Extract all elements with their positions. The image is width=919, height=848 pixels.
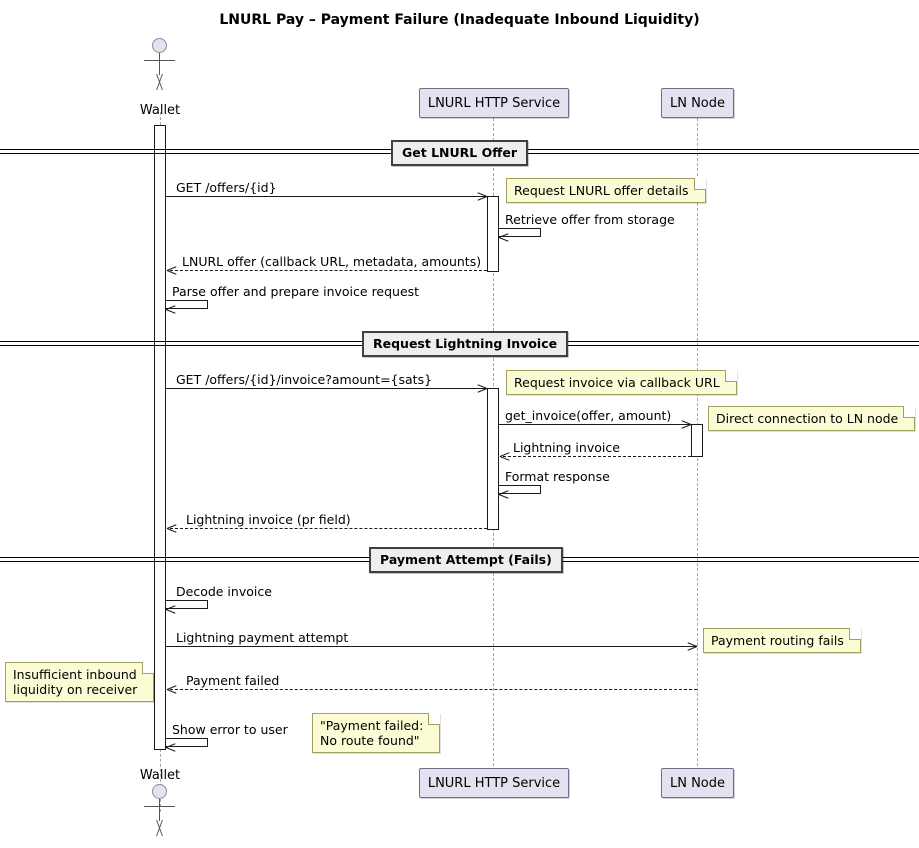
actor-arms-icon	[144, 806, 175, 807]
message-self-parse-offer	[166, 300, 208, 309]
message-label-get-offers-id: GET /offers/{id}	[176, 180, 277, 195]
page-title: LNURL Pay – Payment Failure (Inadequate …	[219, 12, 700, 28]
message-line-lightning-invoice-pr-field	[170, 528, 487, 529]
message-label-decode-invoice: Decode invoice	[176, 584, 272, 599]
note-fold-icon	[693, 178, 706, 190]
actor-label-wallet-bottom: Wallet	[139, 768, 181, 783]
actor-leg-right-icon	[156, 74, 174, 90]
message-label-format-response: Format response	[505, 469, 610, 484]
message-line-payment-failed	[170, 689, 697, 690]
message-self-retrieve-offer-from-storage	[499, 228, 541, 237]
note-fold-icon	[142, 662, 155, 674]
actor-wallet-bottom[interactable]	[136, 784, 184, 840]
actor-wallet-top[interactable]	[136, 38, 184, 94]
note-payment-routing-fails: Payment routing fails	[703, 628, 861, 653]
note-payment-failed-no-route-found: "Payment failed: No route found"	[312, 713, 441, 753]
message-self-format-response	[499, 485, 541, 494]
message-line-get-invoice-call	[499, 424, 691, 425]
note-request-invoice-via-callback-url: Request invoice via callback URL	[506, 370, 737, 395]
actor-label-wallet-top: Wallet	[139, 103, 181, 118]
actor-head-icon	[152, 38, 167, 53]
note-direct-connection-to-ln-node: Direct connection to LN node	[708, 406, 916, 431]
activation-wallet	[154, 125, 166, 750]
message-line-lightning-payment-attempt	[166, 646, 697, 647]
message-label-show-error-to-user: Show error to user	[172, 722, 288, 737]
actor-head-icon	[152, 784, 167, 799]
message-line-get-invoice-endpoint	[166, 388, 487, 389]
message-label-lnurl-offer-response: LNURL offer (callback URL, metadata, amo…	[182, 254, 482, 269]
section-label-request-lightning-invoice: Request Lightning Invoice	[362, 331, 569, 357]
message-label-payment-failed: Payment failed	[186, 673, 280, 688]
actor-arms-icon	[144, 60, 175, 61]
note-fold-icon	[903, 406, 916, 418]
note-fold-icon	[428, 713, 441, 725]
message-label-parse-offer: Parse offer and prepare invoice request	[172, 284, 420, 299]
participant-ln-node-top[interactable]: LN Node	[661, 88, 734, 118]
activation-service-1	[487, 196, 499, 272]
note-request-lnurl-offer-details: Request LNURL offer details	[506, 178, 706, 203]
message-label-get-invoice-endpoint: GET /offers/{id}/invoice?amount={sats}	[176, 372, 433, 387]
message-self-decode-invoice	[166, 600, 208, 609]
section-label-get-lnurl-offer: Get LNURL Offer	[391, 140, 528, 166]
actor-body-icon	[159, 799, 160, 821]
message-label-lightning-invoice-pr-field: Lightning invoice (pr field)	[186, 512, 351, 527]
message-label-retrieve-offer-from-storage: Retrieve offer from storage	[505, 212, 675, 227]
message-line-lnurl-offer-response	[170, 270, 487, 271]
section-label-payment-attempt-fails: Payment Attempt (Fails)	[369, 547, 563, 573]
note-fold-icon	[848, 628, 861, 640]
message-self-show-error-to-user	[166, 738, 208, 747]
message-label-lightning-payment-attempt: Lightning payment attempt	[176, 630, 349, 645]
participant-lnurl-http-service-top[interactable]: LNURL HTTP Service	[419, 88, 569, 118]
actor-leg-right-icon	[156, 820, 174, 836]
participant-ln-node-bottom[interactable]: LN Node	[661, 768, 734, 798]
message-label-lightning-invoice: Lightning invoice	[513, 440, 620, 455]
note-insufficient-inbound-liquidity: Insufficient inbound liquidity on receiv…	[5, 662, 155, 702]
note-fold-icon	[724, 370, 737, 382]
participant-lnurl-http-service-bottom[interactable]: LNURL HTTP Service	[419, 768, 569, 798]
actor-body-icon	[159, 53, 160, 75]
message-label-get-invoice-call: get_invoice(offer, amount)	[505, 408, 672, 423]
activation-service-2	[487, 388, 499, 530]
activation-lnnode-1	[691, 424, 703, 457]
message-line-lightning-invoice	[503, 456, 691, 457]
message-line-get-offers-id	[166, 196, 487, 197]
